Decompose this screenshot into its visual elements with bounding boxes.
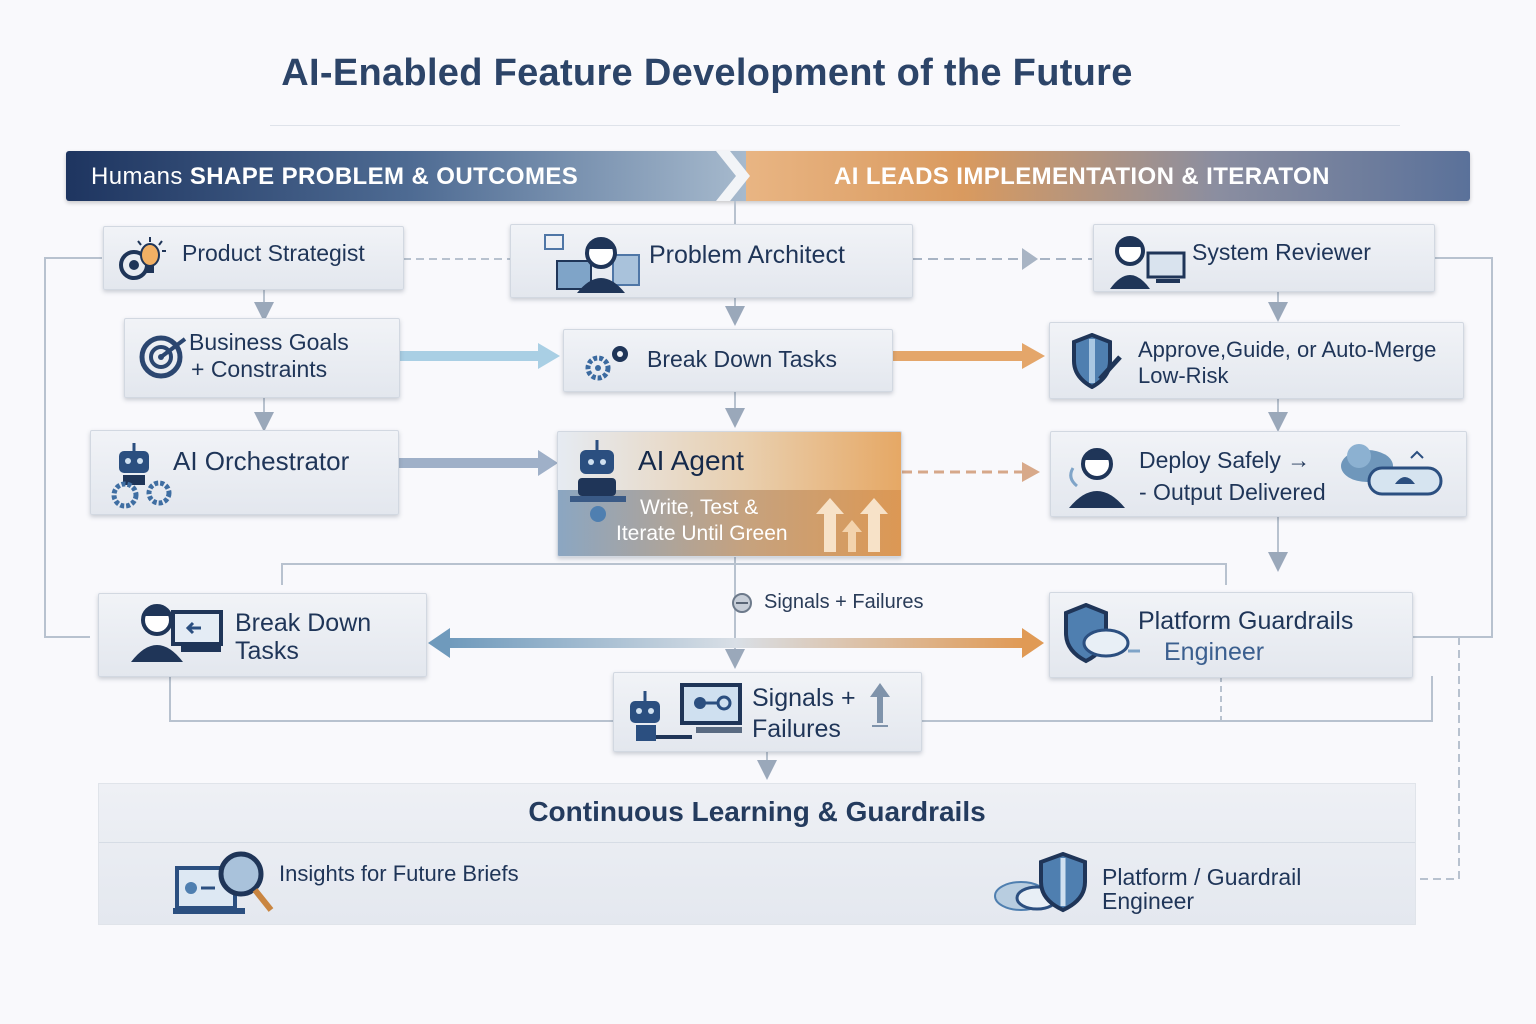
up-arrows-icon — [816, 498, 888, 552]
title-divider — [270, 125, 1400, 126]
node-label: AI Agent — [638, 445, 744, 476]
node-label-line1: Break Down — [235, 609, 372, 637]
node-label-line1: Business Goals — [189, 329, 349, 355]
node-label-line2: Failures — [752, 715, 841, 743]
up-arrow-icon — [870, 683, 890, 727]
insights-label: Insights for Future Briefs — [279, 861, 519, 886]
node-problem-architect[interactable]: Problem Architect — [510, 224, 913, 298]
gears-icon — [585, 346, 628, 381]
platform-label-line2: Engineer — [1102, 888, 1195, 914]
node-label-line2: Tasks — [235, 637, 299, 665]
person-computer-icon — [131, 604, 223, 662]
banner-ai-phase — [746, 151, 1470, 201]
node-label: Break Down Tasks — [647, 346, 838, 372]
ai-agent-sub-line2: Iterate Until Green — [616, 522, 788, 545]
robot-monitor-icon — [630, 683, 742, 741]
lightbulb-target-icon — [119, 237, 166, 280]
node-label-line2: - Output Delivered — [1139, 479, 1326, 505]
node-label-line2: Low-Risk — [1138, 363, 1229, 388]
panel-divider — [99, 842, 1415, 843]
node-label-line2: + Constraints — [191, 356, 328, 382]
robot-gears-icon — [111, 443, 172, 509]
node-label-line1: Signals + — [752, 684, 856, 712]
panel-title: Continuous Learning & Guardrails — [528, 796, 986, 827]
chevron-icon — [716, 151, 750, 201]
node-label: AI Orchestrator — [173, 446, 350, 476]
node-break-down-tasks-human[interactable]: Break Down Tasks — [98, 593, 427, 677]
platform-label-line1: Platform / Guardrail — [1102, 864, 1302, 890]
reviewer-person-icon — [1110, 236, 1186, 289]
architect-person-icon — [544, 234, 640, 293]
banner-right-label: AI LEADS IMPLEMENTATION & ITERATON — [834, 163, 1330, 190]
node-label-line1: Deploy Safely → — [1139, 447, 1311, 473]
node-approve[interactable]: Approve,Guide, or Auto-Merge Low-Risk — [1049, 322, 1464, 399]
banner-humans-phase — [66, 151, 756, 201]
signals-failures-label: Signals + Failures — [728, 591, 924, 614]
node-ai-agent[interactable]: AI Agent Write, Test & Iterate Until Gre… — [557, 431, 902, 557]
ai-agent-sub-line1: Write, Test & — [640, 496, 759, 519]
signals-failures-text: Signals + Failures — [764, 591, 924, 613]
continuous-learning-panel: Continuous Learning & Guardrails Insight… — [98, 783, 1416, 925]
node-deploy-safely[interactable]: Deploy Safely → - Output Delivered — [1050, 431, 1467, 517]
robot-icon — [570, 440, 626, 522]
cloud-deploy-icon — [1341, 444, 1443, 496]
node-label: Product Strategist — [182, 240, 365, 266]
target-icon — [139, 335, 187, 379]
node-system-reviewer[interactable]: System Reviewer — [1093, 224, 1435, 292]
node-signals-failures[interactable]: Signals + Failures — [613, 672, 922, 752]
node-ai-orchestrator[interactable]: AI Orchestrator — [90, 430, 399, 515]
node-break-down-tasks[interactable]: Break Down Tasks — [563, 329, 893, 392]
banner-left-label: Humans SHAPE PROBLEM & OUTCOMES — [91, 163, 578, 191]
banner-left-prefix: Humans — [91, 163, 183, 190]
node-product-strategist[interactable]: Product Strategist — [103, 226, 404, 290]
phase-banner: Humans SHAPE PROBLEM & OUTCOMES AI LEADS… — [66, 151, 1470, 201]
node-platform-guardrails[interactable]: Platform Guardrails Engineer — [1049, 592, 1413, 678]
shield-cloud-icon — [1064, 603, 1140, 664]
insights-magnifier-icon — [173, 851, 274, 914]
signal-icon — [732, 592, 752, 613]
node-label: Problem Architect — [649, 241, 845, 269]
deploy-person-icon — [1069, 448, 1125, 508]
node-label-line1: Approve,Guide, or Auto-Merge — [1138, 337, 1437, 362]
node-label-line2: Engineer — [1164, 638, 1265, 666]
node-business-goals[interactable]: Business Goals + Constraints — [124, 318, 400, 398]
cloud-shield-icon — [994, 852, 1087, 913]
shield-check-icon — [1072, 333, 1122, 389]
banner-left-text: SHAPE PROBLEM & OUTCOMES — [189, 163, 579, 190]
page-title: AI-Enabled Feature Development of the Fu… — [281, 52, 1133, 94]
node-label-line1: Platform Guardrails — [1138, 607, 1354, 635]
node-label: System Reviewer — [1192, 239, 1371, 265]
